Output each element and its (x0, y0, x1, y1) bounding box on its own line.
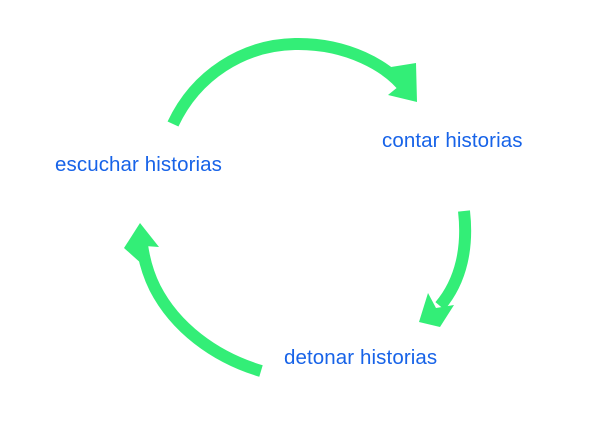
arrowhead-right (419, 293, 454, 327)
arrowhead-left (124, 223, 159, 265)
node-label-escuchar: escuchar historias (55, 153, 223, 176)
arrow-shaft-left (136, 244, 263, 377)
arrowhead-top (388, 63, 417, 102)
arrow-shaft-right (435, 210, 472, 310)
arrow-detonar-to-escuchar (124, 223, 263, 377)
arrow-shaft-top (167, 37, 411, 127)
node-label-detonar: detonar historias (284, 346, 438, 369)
arrow-contar-to-detonar (419, 210, 472, 327)
arrow-escuchar-to-contar (167, 37, 417, 127)
node-label-contar: contar historias (382, 129, 523, 152)
